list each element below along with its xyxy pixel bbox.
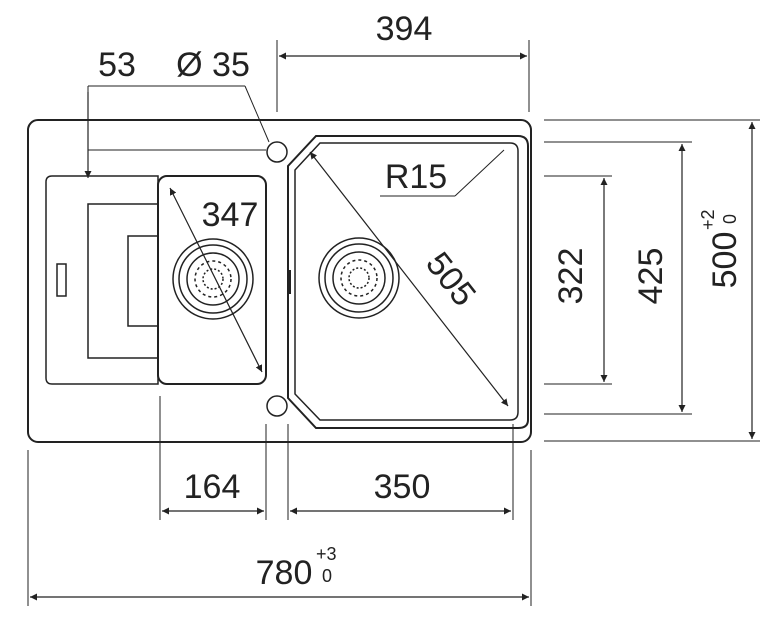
dim-label-425: 425	[632, 248, 670, 305]
tap-hole-bottom	[266, 395, 288, 417]
dim-label-164: 164	[184, 468, 241, 506]
large-bowl-outer	[287, 135, 529, 429]
dim-tolerance-500-upper: +2	[698, 209, 718, 230]
tap-hole-top	[266, 141, 288, 163]
small-bowl	[157, 175, 267, 385]
dim-line-347	[169, 187, 263, 373]
sink-outline	[27, 119, 532, 443]
dim-label-322: 322	[552, 248, 590, 305]
drainer-groove-inner	[127, 235, 158, 327]
dim-tolerance-780-lower: 0	[322, 566, 332, 586]
dim-label-500: 500	[706, 232, 744, 289]
drainer-area	[45, 175, 159, 385]
dim-label-780: 780	[256, 554, 313, 592]
dim-label-394: 394	[376, 10, 433, 48]
dim-label-r15: R15	[385, 158, 447, 196]
dim-label-350: 350	[374, 468, 431, 506]
small-bowl-drain	[172, 238, 254, 320]
dim-tolerance-780-upper: +3	[316, 544, 337, 564]
drainer-groove-outer	[87, 203, 158, 359]
dim-label-347: 347	[202, 196, 259, 234]
dim-tolerance-500-lower: 0	[720, 214, 740, 224]
large-bowl-inner	[294, 142, 519, 421]
dim-line-505	[309, 151, 509, 407]
dim-label-53: 53	[98, 46, 136, 84]
dim-label-hole-diameter: Ø 35	[176, 46, 250, 84]
overflow-slot	[56, 263, 67, 297]
